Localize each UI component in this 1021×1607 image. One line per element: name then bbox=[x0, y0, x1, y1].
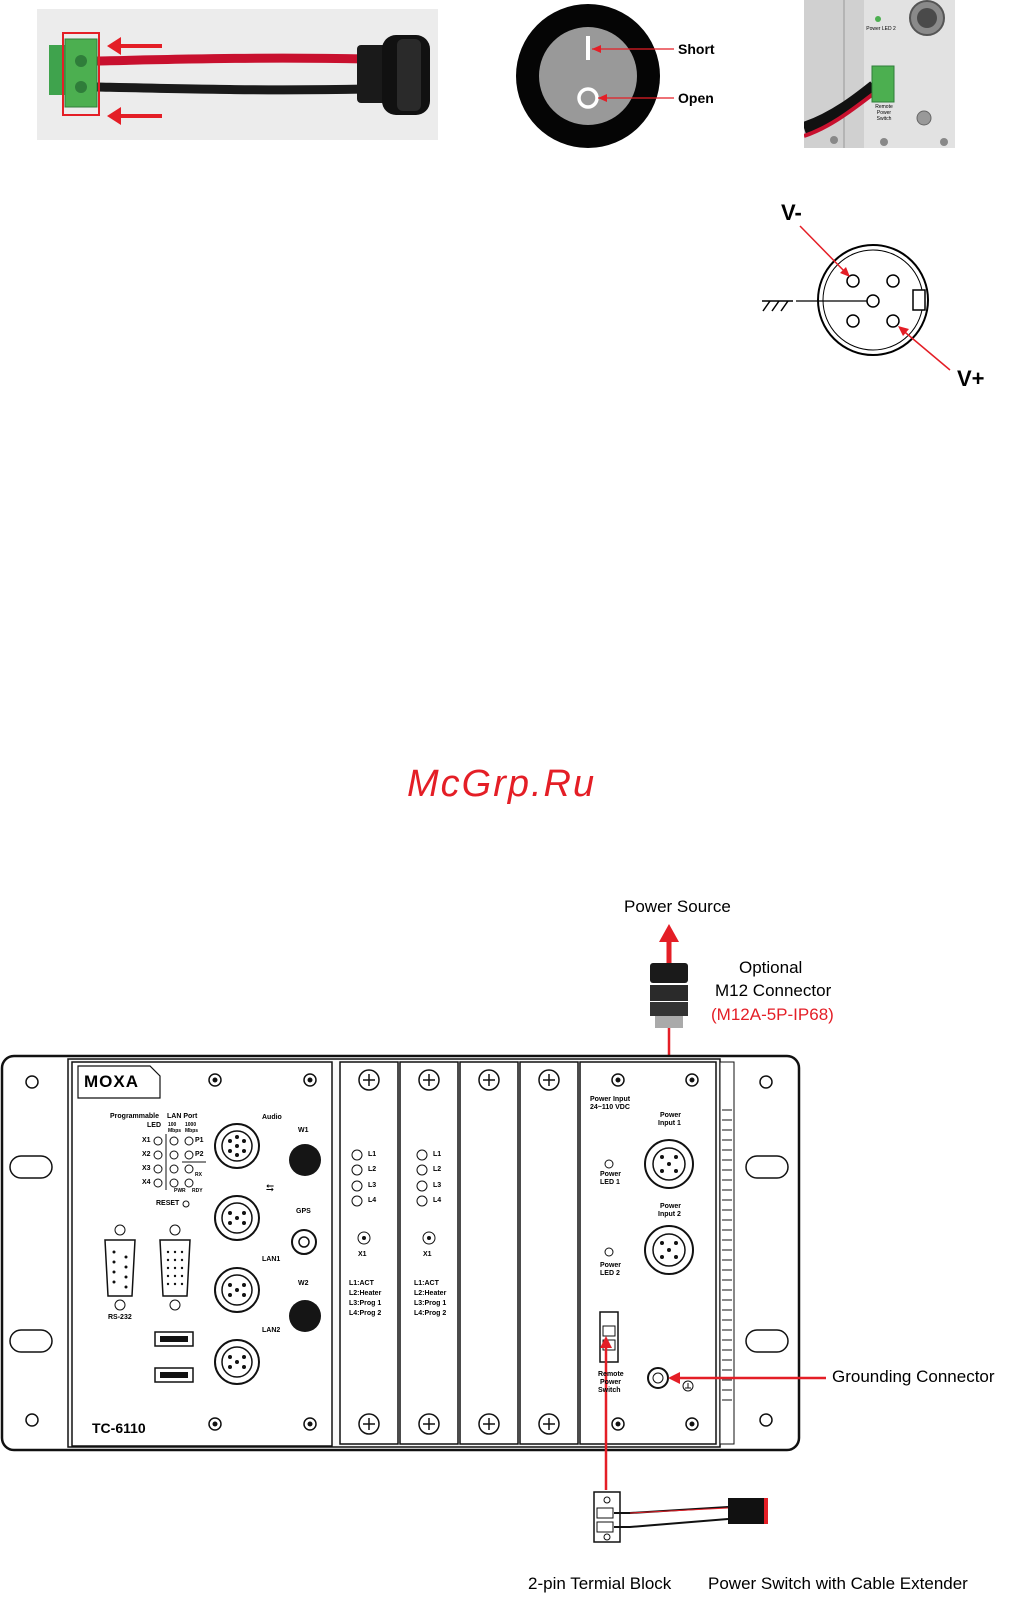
power-input2-port bbox=[644, 1225, 694, 1275]
power-source-label: Power Source bbox=[624, 897, 731, 916]
x3-led-label: X3 bbox=[142, 1165, 151, 1172]
audio-label: Audio bbox=[262, 1114, 282, 1121]
slot2-l1-label: L1 bbox=[433, 1151, 442, 1158]
lan2-port bbox=[214, 1267, 260, 1313]
model-label: TC-6110 bbox=[92, 1420, 146, 1436]
slot2-legend-2: L2:Heater bbox=[414, 1290, 447, 1297]
device-photo-illustration bbox=[804, 0, 955, 148]
slot1-l3-label: L3 bbox=[368, 1182, 377, 1189]
audio-port bbox=[214, 1123, 260, 1169]
m12-cable-connector bbox=[650, 963, 688, 1028]
switch-extender-label: Power Switch with Cable Extender bbox=[708, 1574, 968, 1593]
ground-icon bbox=[762, 300, 793, 312]
slot2-legend-1: L1:ACT bbox=[414, 1280, 439, 1287]
reset-label: RESET bbox=[156, 1200, 180, 1207]
power-input-label: Power Input bbox=[590, 1096, 631, 1103]
extra-m12-port bbox=[214, 1339, 260, 1385]
v-minus-label: V- bbox=[781, 200, 802, 225]
connector-optional-label: Optional bbox=[739, 958, 803, 977]
device-power-led-label: Power LED 2 bbox=[866, 26, 896, 32]
switch-open-label: Open bbox=[678, 90, 714, 106]
x4-led-label: X4 bbox=[142, 1179, 151, 1186]
rx-led-label: RX bbox=[195, 1172, 202, 1178]
remote-switch-label-c: Switch bbox=[598, 1387, 621, 1394]
remote-switch-label-b: Power bbox=[600, 1379, 622, 1386]
power-input1-port bbox=[644, 1139, 694, 1189]
vga-port bbox=[159, 1224, 191, 1311]
slot2-l2-label: L2 bbox=[433, 1166, 442, 1173]
voltage-label: 24~110 VDC bbox=[590, 1104, 630, 1111]
slot1-x1-label: X1 bbox=[358, 1251, 367, 1258]
connector-model-label: (M12A-5P-IP68) bbox=[711, 1005, 834, 1024]
device-remote-switch-label: Remote Power Switch bbox=[875, 104, 893, 122]
pwr-led-label: PWR bbox=[174, 1188, 186, 1194]
slot2-legend-4: L4:Prog 2 bbox=[414, 1310, 447, 1317]
prog-led-label: Programmable bbox=[110, 1113, 160, 1120]
v-plus-label: V+ bbox=[957, 366, 985, 391]
terminal-block-label: 2-pin Termial Block bbox=[528, 1574, 672, 1593]
lan2-label: LAN2 bbox=[262, 1327, 281, 1334]
speed-1000-label: 1000 Mbps bbox=[185, 1122, 199, 1134]
slot1-legend-1: L1:ACT bbox=[349, 1280, 374, 1287]
slot1-legend-3: L3:Prog 1 bbox=[349, 1300, 382, 1307]
ground-symbol-icon bbox=[682, 1380, 694, 1392]
rs232-port bbox=[104, 1224, 136, 1311]
remote-switch-label-a: Remote bbox=[598, 1371, 624, 1378]
grounding-connector-label: Grounding Connector bbox=[832, 1367, 995, 1386]
slot1-legend-4: L4:Prog 2 bbox=[349, 1310, 382, 1317]
slot2-l3-label: L3 bbox=[433, 1182, 442, 1189]
x1-led-label: X1 bbox=[142, 1137, 151, 1144]
w2-label: W2 bbox=[298, 1280, 309, 1287]
power-input2-label-a: Power bbox=[660, 1203, 682, 1210]
switch-diagram bbox=[516, 4, 674, 148]
power-input1-label-a: Power bbox=[660, 1112, 682, 1119]
switch-short-label: Short bbox=[678, 41, 715, 57]
speed-100-label: 100 Mbps bbox=[168, 1122, 182, 1134]
device-photo: Power LED 2 Remote Power Switch bbox=[804, 0, 955, 148]
led-label: LED bbox=[147, 1122, 161, 1129]
cable-terminal-photo bbox=[37, 9, 438, 140]
watermark: McGrp.Ru bbox=[407, 763, 597, 805]
power-led1-label-a: Power bbox=[600, 1171, 622, 1178]
slot1-legend-2: L2:Heater bbox=[349, 1290, 382, 1297]
slot2-legend-3: L3:Prog 1 bbox=[414, 1300, 447, 1307]
power-led2-label-b: LED 2 bbox=[600, 1270, 620, 1277]
power-input1-label-b: Input 1 bbox=[658, 1120, 681, 1127]
connector-name-label: M12 Connector bbox=[715, 981, 832, 1000]
rdy-led-label: RDY bbox=[192, 1188, 203, 1194]
m12-pinout-diagram bbox=[762, 225, 951, 371]
power-led2-label-a: Power bbox=[600, 1262, 622, 1269]
slot1-l1-label: L1 bbox=[368, 1151, 377, 1158]
slot2-l4-label: L4 bbox=[433, 1197, 442, 1204]
slot1-l2-label: L2 bbox=[368, 1166, 377, 1173]
rs232-label: RS-232 bbox=[108, 1314, 132, 1321]
cable-terminal-illustration bbox=[37, 9, 438, 140]
lan1-label: LAN1 bbox=[262, 1256, 281, 1263]
power-input2-label-b: Input 2 bbox=[658, 1211, 681, 1218]
slot2-x1-label: X1 bbox=[423, 1251, 432, 1258]
slot1-l4-label: L4 bbox=[368, 1197, 377, 1204]
moxa-logo: MOXA bbox=[84, 1072, 139, 1091]
p1-led-label: P1 bbox=[195, 1137, 204, 1144]
lan-port-label: LAN Port bbox=[167, 1113, 198, 1120]
power-led1-label-b: LED 1 bbox=[600, 1179, 620, 1186]
gps-label: GPS bbox=[296, 1208, 311, 1215]
w1-label: W1 bbox=[298, 1127, 309, 1134]
lan1-port bbox=[214, 1195, 260, 1241]
usb-icon: ⮀ bbox=[266, 1183, 274, 1194]
p2-led-label: P2 bbox=[195, 1151, 204, 1158]
x2-led-label: X2 bbox=[142, 1151, 151, 1158]
